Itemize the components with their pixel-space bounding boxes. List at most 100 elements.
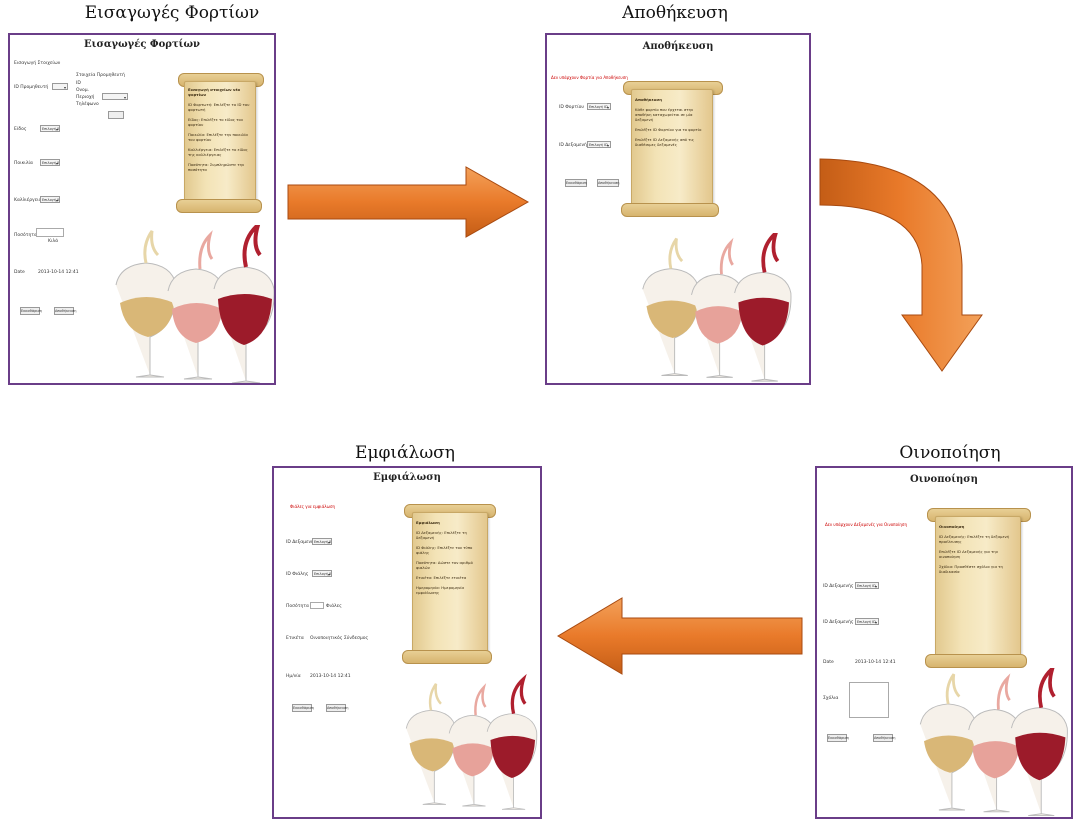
arrow-right-icon <box>287 166 530 238</box>
quantity-unit: Κιλά <box>48 239 59 244</box>
supplier-select[interactable] <box>52 83 68 90</box>
help-scroll: Εισαγωγή στοιχείων νέο φορτίων ID Φορτωτ… <box>176 73 264 213</box>
bottle-select[interactable]: Επιλογή ID <box>312 570 332 577</box>
field-label: Ποικιλία <box>14 161 33 166</box>
scroll-item: Επιλέξτε ID Δεξαμενής από τις διαθέσιμες… <box>635 137 695 147</box>
scroll-item: Επιλέξτε ID Δεξαμενής για την οινοποίηση <box>939 549 998 559</box>
cultivation-select[interactable]: Επιλογή ID <box>40 196 60 203</box>
type-select[interactable]: Επιλογή ID <box>40 125 60 132</box>
detail-label: Ονομ. <box>76 88 90 93</box>
region-select[interactable] <box>102 93 128 100</box>
save-button[interactable]: Αποθήκευση <box>597 179 620 187</box>
scroll-text: Εισαγωγή στοιχείων νέο φορτίων ID Φορτωτ… <box>188 87 250 172</box>
scroll-item: Καλλιέργεια: Επιλέξτε το είδος της καλλι… <box>188 147 248 157</box>
scroll-item: Είδος: Επιλέξτε το είδος του φορτίου <box>188 117 244 127</box>
field-label: Date <box>14 270 25 275</box>
save-button[interactable]: Αποθήκευση <box>326 704 349 712</box>
frame-title: Εισαγωγές Φορτίων <box>84 39 200 50</box>
scroll-text: Οινοποίηση ID Δεξαμενής: Επιλέξτε τη δεξ… <box>939 524 1015 574</box>
clear-button[interactable]: Εκκαθάριση <box>827 734 849 742</box>
stage-title-vinification: Οινοποίηση <box>899 443 1001 463</box>
detail-label: ID <box>76 81 81 86</box>
stage-title-bottling: Εμφιάλωση <box>355 443 455 463</box>
scroll-item: ID Δεξαμενής: Επιλέξτε τη δεξαμενή <box>416 530 467 540</box>
scroll-title: Εμφιάλωση <box>416 520 440 525</box>
field-label: Ημ/νία <box>286 674 301 679</box>
field-label: Ποσότητα <box>286 604 309 609</box>
wine-glasses-image <box>405 673 538 810</box>
scroll-item: Κάθε φορτίο που έρχεται στην αποθήκη κατ… <box>635 107 694 122</box>
details-title: Στοιχεία Προμηθευτή <box>76 73 125 78</box>
field-label: Ποσότητα <box>14 233 37 238</box>
date-value: 2013-10-14 12:41 <box>855 660 896 665</box>
scroll-item: Επιλέξτε ID Φορτίου για το φορτίο <box>635 127 702 132</box>
frame-title: Αποθήκευση <box>642 41 714 52</box>
scroll-item: ID Δεξαμενής: Επιλέξτε τη δεξαμενή προέλ… <box>939 534 1010 544</box>
help-scroll: Οινοποίηση ID Δεξαμενής: Επιλέξτε τη δεξ… <box>925 508 1031 668</box>
frame-vinification: Οινοποίηση Δεν υπάρχουν Δεξαμενές για Οι… <box>815 466 1073 819</box>
tank-select[interactable]: Επιλογή ID <box>587 141 611 148</box>
stage-title-storage: Αποθήκευση <box>622 3 728 23</box>
field-label: ID Φορτίου <box>559 105 584 110</box>
scroll-roll-bottom <box>621 203 719 217</box>
tank-select[interactable]: Επιλογή ID <box>312 538 332 545</box>
wine-glasses-image <box>115 225 274 383</box>
variety-select[interactable]: Επιλογή ID <box>40 159 60 166</box>
field-label: Καλλιέργεια <box>14 198 42 203</box>
field-label: ID Δεξαμενής <box>286 540 317 545</box>
frame-title: Εμφιάλωση <box>373 472 441 483</box>
quantity-input[interactable] <box>36 228 64 237</box>
save-button[interactable]: Αποθήκευση <box>873 734 896 742</box>
scroll-item: Ημερομηνία: Ημερομηνία εμφιάλωσης <box>416 585 465 595</box>
help-scroll: Εμφιάλωση ID Δεξαμενής: Επιλέξτε τη δεξα… <box>402 504 496 664</box>
scroll-body <box>631 89 713 213</box>
scroll-item: Σχόλια: Προσθέστε σχόλια για τη διαδικασ… <box>939 564 1003 574</box>
clear-button[interactable]: Εκκαθάριση <box>565 179 587 187</box>
scroll-roll-bottom <box>176 199 262 213</box>
stage-title-imports: Εισαγωγές Φορτίων <box>84 3 260 23</box>
field-label: ID Φιάλης <box>286 572 309 577</box>
scroll-item: Ποικιλία: Επιλέξτε την ποικιλία του φορτ… <box>188 132 248 142</box>
field-label: ID Προμηθευτή <box>14 85 49 90</box>
scroll-body <box>184 81 256 209</box>
field-label: ID Δεξαμενής <box>559 143 590 148</box>
warning-note: Δεν υπάρχουν Φορτία για Αποθήκευση <box>551 75 628 80</box>
info-note: Φιάλες για εμφιάλωση <box>290 504 336 509</box>
quantity-input[interactable] <box>310 602 324 609</box>
field-label: Ετικέτα <box>286 636 304 641</box>
warning-note: Δεν υπάρχουν Δεξαμενές για Οινοποίηση <box>825 522 907 527</box>
scroll-roll-bottom <box>402 650 492 664</box>
help-scroll: Αποθήκευση Κάθε φορτίο που έρχεται στην … <box>621 81 723 219</box>
frame-imports: Εισαγωγές Φορτίων Εισαγωγή Στοιχείων ID … <box>8 33 276 385</box>
save-button[interactable]: Αποθήκευση <box>54 307 77 315</box>
detail-label: Περιοχή <box>76 95 95 100</box>
wine-glasses-image <box>642 233 792 382</box>
scroll-roll-bottom <box>925 654 1027 668</box>
clear-button[interactable]: Εκκαθάριση <box>20 307 42 315</box>
scroll-item: Ποσότητα: Δώστε τον αριθμό φιαλών <box>416 560 473 570</box>
date-value: 2013-10-14 12:41 <box>38 270 79 275</box>
arrow-curve-down-icon <box>819 158 983 372</box>
detail-label: Τηλέφωνο <box>76 102 99 107</box>
frame-bottling: Εμφιάλωση Φιάλες για εμφιάλωση ID Δεξαμε… <box>272 466 542 819</box>
scroll-text: Αποθήκευση Κάθε φορτίο που έρχεται στην … <box>635 97 707 147</box>
field-label: Είδος <box>14 127 27 132</box>
scroll-text: Εμφιάλωση ID Δεξαμενής: Επιλέξτε τη δεξα… <box>416 520 482 595</box>
field-label: ID Δεξαμενής <box>823 620 854 625</box>
details-button[interactable] <box>108 111 124 119</box>
date-value: 2013-10-14 12:41 <box>310 674 351 679</box>
source-tank-select[interactable]: Επιλογή ID <box>855 582 879 589</box>
load-select[interactable]: Επιλογή ID <box>587 103 611 110</box>
arrow-left-icon <box>557 597 803 675</box>
scroll-item: Ετικέτα: Επιλέξτε ετικέτα <box>416 575 467 580</box>
section-label: Εισαγωγή Στοιχείων <box>14 61 61 66</box>
field-label: Σχόλια <box>823 696 839 701</box>
scroll-item: ID Φιάλης: Επιλέξτε τον τύπο φιάλης <box>416 545 473 555</box>
scroll-item: ID Φορτωτή: Επιλέξτε το ID του φορτωτή <box>188 102 250 112</box>
scroll-body <box>935 516 1021 662</box>
target-tank-select[interactable]: Επιλογή ID <box>855 618 879 625</box>
comments-textarea[interactable] <box>849 682 889 718</box>
scroll-title: Οινοποίηση <box>939 524 965 529</box>
clear-button[interactable]: Εκκαθάριση <box>292 704 314 712</box>
frame-storage: Αποθήκευση Δεν υπάρχουν Φορτία για Αποθή… <box>545 33 811 385</box>
